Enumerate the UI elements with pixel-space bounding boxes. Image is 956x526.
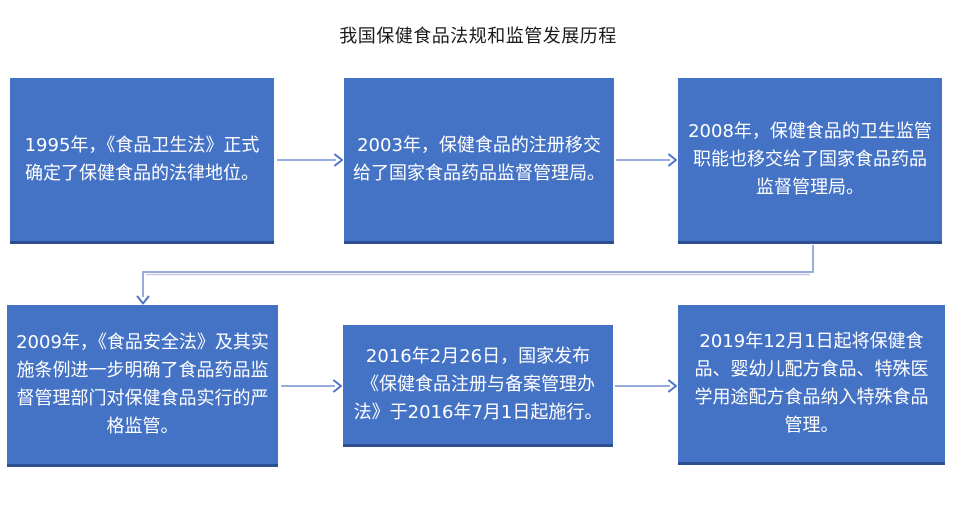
flow-node-2019: 2019年12月1日起将保健食品、婴幼儿配方食品、特殊医学用途配方食品纳入特殊食… (678, 305, 945, 465)
flow-node-2008: 2008年，保健食品的卫生监管职能也移交给了国家食品药品监督管理局。 (678, 78, 942, 244)
flow-node-1995-text: 1995年，《食品卫生法》正式确定了保健食品的法律地位。 (24, 134, 260, 184)
arrowhead-into-2008-icon (668, 153, 677, 167)
connector-2008-to-2009-elbow-line (142, 245, 814, 297)
diagram-title: 我国保健食品法规和监管发展历程 (339, 26, 617, 47)
arrowhead-into-2009-icon (136, 295, 150, 305)
flow-node-1995: 1995年，《食品卫生法》正式确定了保健食品的法律地位。 (10, 78, 274, 244)
flow-node-2016-text: 2016年2月26日，国家发布《保健食品注册与备案管理办法》于2016年7月1日… (353, 345, 603, 423)
flow-node-2008-text: 2008年，保健食品的卫生监管职能也移交给了国家食品药品监督管理局。 (688, 120, 932, 198)
flow-node-2003-text: 2003年，保健食品的注册移交给了国家食品药品监督管理局。 (353, 134, 605, 184)
flow-node-2009-text: 2009年，《食品安全法》及其实施条例进一步明确了食品药品监督管理部门对保健食品… (16, 331, 269, 437)
flow-node-2009: 2009年，《食品安全法》及其实施条例进一步明确了食品药品监督管理部门对保健食品… (7, 305, 278, 467)
flow-node-2019-text: 2019年12月1日起将保健食品、婴幼儿配方食品、特殊医学用途配方食品纳入特殊食… (694, 330, 929, 436)
arrowhead-into-2016-icon (333, 379, 342, 393)
arrowhead-into-2003-icon (334, 153, 343, 167)
flow-node-2003: 2003年，保健食品的注册移交给了国家食品药品监督管理局。 (344, 78, 614, 244)
arrowhead-into-2019-icon (668, 379, 677, 393)
flow-node-2016: 2016年2月26日，国家发布《保健食品注册与备案管理办法》于2016年7月1日… (343, 325, 613, 447)
